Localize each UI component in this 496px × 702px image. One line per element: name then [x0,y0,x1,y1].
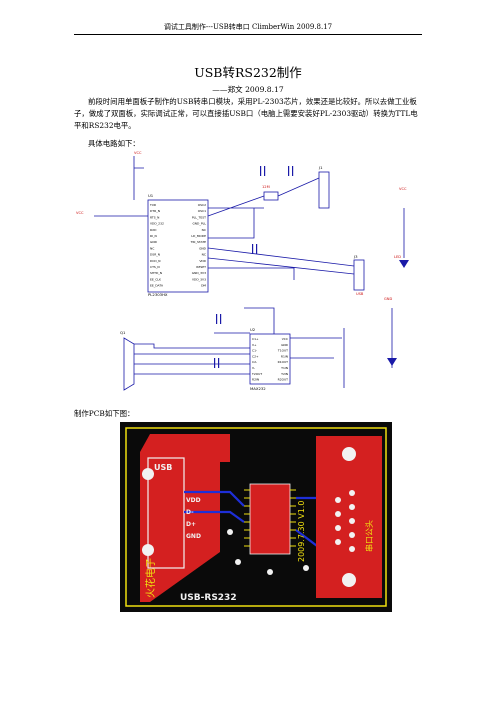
pin-label: T1IN [280,366,288,370]
pin-label: GND [150,240,158,244]
vcc-label-top: VCC [134,151,142,155]
q1-label: Q1 [120,330,126,335]
j3-label: J3 [353,254,358,259]
pin-label: VDD_3V3 [192,277,206,281]
pin-label: RESET [196,265,206,269]
doc-byline: ——郑文 2009.8.17 [212,85,284,94]
usb-mount-hole-bottom [142,544,154,556]
pcb-usb-label: USB [154,463,172,472]
pin-label: EE_CLK [150,277,162,281]
pin-label: T2IN [280,372,288,376]
pin-label: R1OUT [278,360,289,364]
copper-pour-left [140,434,230,602]
pcb-date-text: 2009.7.30 V1.0 [297,501,306,562]
crystal [263,191,279,201]
db9-connector [123,337,135,391]
u2-left-pin-labels: C1+ V+ C1-C2+ C2- V- T2OUT R2IN [251,337,262,382]
pin-label: GND [281,343,289,347]
pcb-vdd-label: VDD [186,497,201,504]
pin-label: C1- [252,349,257,353]
pin-label: OSC1 [198,209,206,213]
gnd-label-right: GND [384,297,392,301]
pcb-caption: 制作PCB如下图： [74,409,135,418]
pcb-credit-text: 火花电子 [144,558,157,598]
pin-label: NC [150,246,154,250]
j1-label: J1 [318,165,323,170]
pin-label: R2OUT [278,378,289,382]
board-outline [125,427,387,607]
pin-label: TRI_STATE [190,240,206,244]
pin-label: V+ [252,343,257,347]
pin-label: C2- [252,360,257,364]
pin-label: GND [199,246,207,250]
pin-label: R2IN [252,378,259,382]
pin-label: C2+ [252,354,259,358]
pin-label: NC [202,253,206,257]
u2-label: U2 [250,327,256,332]
pin-label: R1IN [281,354,288,358]
db9-hole-bottom [340,571,358,589]
usb-label: USB [356,292,364,296]
crystal-label: 12M [262,185,270,189]
u2-part: MAX232 [250,386,266,391]
pin-label: RI_N [150,234,157,238]
pin-label: C1+ [252,337,259,341]
pin-label: DCD_N [150,259,160,263]
circuit-schematic: VCC VCC VCC GND 12M LED USB U1 PL2303HX … [76,151,409,391]
pin-label: VDD [199,259,206,263]
pcb-photo: USB VDD D- D+ GND USB-RS232 2009.7.30 V1… [120,422,392,612]
pin-label: VCC [282,337,288,341]
pin-label: PLL_TEST [192,215,206,219]
pin-label: VDD_232 [150,222,164,226]
vcc-label-right: VCC [399,187,407,191]
pin-label: T1OUT [277,349,288,353]
pcb-serial-text: 串口公头 [364,520,374,552]
db9-hole-top [340,445,358,463]
pin-label: EE_DATA [150,284,164,288]
pin-label: CTS_N [150,265,160,269]
pin-label: T2OUT [251,372,262,376]
pin-label: GND_PLL [192,222,206,226]
u1-chip [147,199,209,293]
pcb-gnd-label: GND [186,533,201,540]
pin-label: NC [202,228,206,232]
header-rule [74,34,422,35]
doc-title: USB转RS232制作 [194,65,302,80]
pin-label: GND_3V3 [192,271,206,275]
pin-label: DSR_N [150,253,160,257]
u2-chip [249,333,291,385]
pin-label: DM [201,284,206,288]
pin-label: TXD [149,203,157,207]
pin-label: RXD [150,228,157,232]
pin-label: RTS_N [150,215,159,219]
page-header: 调试工具制作---USB转串口 ClimberWin 2009.8.17 [163,23,333,31]
chip-footprint [249,483,291,555]
intro-paragraph: 前段时间用单面板子制作的USB转串口模块，采用PL-2303芯片，效果还是比较好… [74,97,418,130]
circuit-caption: 具体电路如下： [88,139,140,148]
pin-label: V- [252,366,255,370]
pin-label: DTR_N [150,209,160,213]
j3-connector [353,259,365,291]
pin-label: SHTD_N [150,271,162,275]
pin-label: OSC2 [198,203,206,207]
pin-label: LD_MODE [191,234,206,238]
vdd-label-left: VCC [76,211,84,215]
j1-connector [318,171,330,209]
led-label: LED [394,255,401,259]
pcb-brand: USB-RS232 [180,593,237,603]
pcb-dplus-label: D+ [186,521,196,528]
usb-mount-hole-top [142,468,154,480]
u1-part: PL2303HX [148,292,168,297]
pcb-dminus-label: D- [186,509,194,516]
u1-label: U1 [148,193,154,198]
